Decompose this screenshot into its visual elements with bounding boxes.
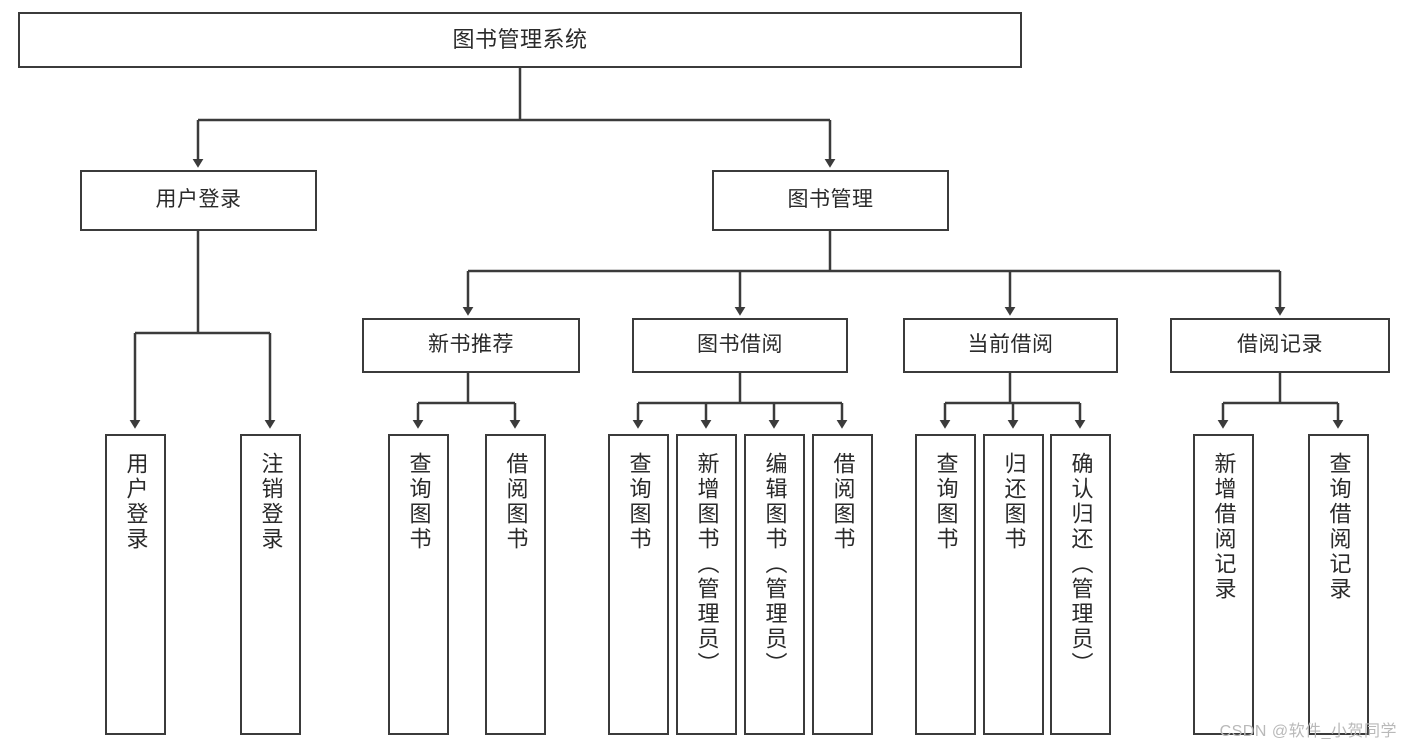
node-leaf-user-login[interactable]: 用户登录	[105, 434, 166, 735]
node-leaf-return-book-label: 归还图书	[1001, 452, 1027, 552]
node-leaf-add-record-label: 新增借阅记录	[1211, 452, 1237, 602]
node-book-borrow-label: 图书借阅	[697, 333, 783, 357]
node-leaf-query-book-1-label: 查询图书	[406, 452, 432, 552]
node-leaf-query-book-3-label: 查询图书	[933, 452, 959, 552]
node-leaf-borrow-book-1-label: 借阅图书	[503, 452, 529, 552]
node-leaf-edit-book[interactable]: 编辑图书（管理员）	[744, 434, 805, 735]
node-leaf-logout[interactable]: 注销登录	[240, 434, 301, 735]
node-leaf-user-login-label: 用户登录	[123, 452, 149, 552]
node-leaf-borrow-book-2-label: 借阅图书	[830, 452, 856, 552]
node-current-borrow-label: 当前借阅	[967, 333, 1054, 357]
node-leaf-confirm-return-label: 确认归还（管理员）	[1068, 452, 1094, 677]
node-book-manage[interactable]: 图书管理	[712, 170, 949, 231]
node-new-book-rec-label: 新书推荐	[428, 333, 514, 357]
node-leaf-query-book-2[interactable]: 查询图书	[608, 434, 669, 735]
node-leaf-add-record[interactable]: 新增借阅记录	[1193, 434, 1254, 735]
csdn-watermark: CSDN @软件_小贺同学	[1219, 723, 1397, 740]
node-book-manage-label: 图书管理	[787, 188, 874, 212]
node-user-login[interactable]: 用户登录	[80, 170, 317, 231]
node-borrow-record-label: 借阅记录	[1237, 333, 1323, 357]
node-leaf-query-book-1[interactable]: 查询图书	[388, 434, 449, 735]
node-leaf-borrow-book-2[interactable]: 借阅图书	[812, 434, 873, 735]
node-leaf-add-book[interactable]: 新增图书（管理员）	[676, 434, 737, 735]
node-user-login-label: 用户登录	[155, 188, 242, 212]
node-borrow-record[interactable]: 借阅记录	[1170, 318, 1390, 373]
node-leaf-return-book[interactable]: 归还图书	[983, 434, 1044, 735]
node-leaf-edit-book-label: 编辑图书（管理员）	[762, 452, 788, 677]
node-leaf-query-book-3[interactable]: 查询图书	[915, 434, 976, 735]
node-new-book-rec[interactable]: 新书推荐	[362, 318, 580, 373]
node-root-label: 图书管理系统	[452, 27, 588, 53]
node-leaf-confirm-return[interactable]: 确认归还（管理员）	[1050, 434, 1111, 735]
node-leaf-query-record[interactable]: 查询借阅记录	[1308, 434, 1369, 735]
node-leaf-query-record-label: 查询借阅记录	[1326, 452, 1352, 602]
node-leaf-logout-label: 注销登录	[258, 452, 284, 552]
node-root[interactable]: 图书管理系统	[18, 12, 1022, 68]
node-leaf-query-book-2-label: 查询图书	[626, 452, 652, 552]
node-book-borrow[interactable]: 图书借阅	[632, 318, 848, 373]
node-leaf-borrow-book-1[interactable]: 借阅图书	[485, 434, 546, 735]
node-current-borrow[interactable]: 当前借阅	[903, 318, 1118, 373]
node-leaf-add-book-label: 新增图书（管理员）	[694, 452, 720, 677]
